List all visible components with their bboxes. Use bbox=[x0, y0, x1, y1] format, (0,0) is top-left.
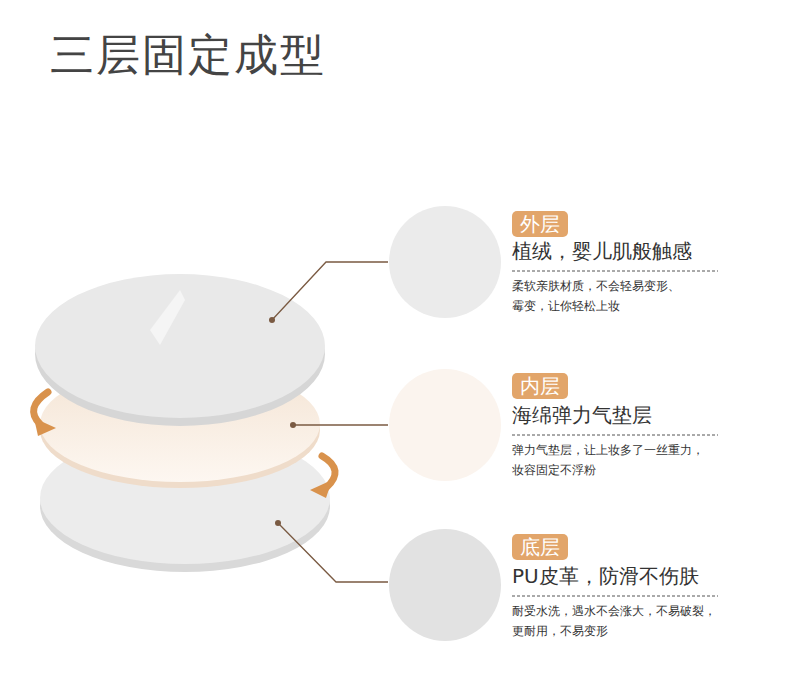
layer-description: 耐受水洗，遇水不会涨大，不易破裂， 更耐用，不易变形 bbox=[512, 601, 727, 641]
dashed-rule bbox=[512, 435, 718, 436]
badge-text: 底层 bbox=[512, 534, 568, 560]
flock-highlight bbox=[150, 290, 185, 345]
layer-badge: 底层 bbox=[512, 534, 568, 560]
leader-line bbox=[293, 424, 388, 425]
page-title: 三层固定成型 bbox=[50, 26, 326, 85]
leader-dot bbox=[269, 317, 275, 323]
leader-dot bbox=[290, 422, 296, 428]
layer-badge: 内层 bbox=[512, 373, 568, 399]
layer-heading: PU皮革，防滑不伤肤 bbox=[512, 563, 699, 590]
arrow-head bbox=[34, 418, 56, 436]
dashed-rule bbox=[512, 596, 718, 597]
arrow-head bbox=[310, 480, 332, 498]
leader-line bbox=[278, 523, 388, 582]
leader-dot bbox=[275, 520, 281, 526]
material-circle bbox=[389, 206, 501, 318]
material-circle bbox=[389, 529, 501, 641]
badge-text: 内层 bbox=[512, 373, 568, 399]
material-circle bbox=[389, 369, 501, 481]
layer-description: 弹力气垫层，让上妆多了一丝重力， 妆容固定不浮粉 bbox=[512, 440, 717, 480]
layer-badge: 外层 bbox=[512, 211, 568, 237]
dashed-rule bbox=[512, 271, 718, 272]
top-disc bbox=[35, 274, 325, 418]
badge-text: 外层 bbox=[512, 211, 568, 237]
leader-line bbox=[272, 262, 388, 320]
layer-heading: 植绒，婴儿肌般触感 bbox=[512, 238, 692, 265]
layer-description: 柔软亲肤材质，不会轻易变形、 霉变，让你轻松上妆 bbox=[512, 276, 690, 316]
layer-heading: 海绵弹力气垫层 bbox=[512, 402, 652, 429]
